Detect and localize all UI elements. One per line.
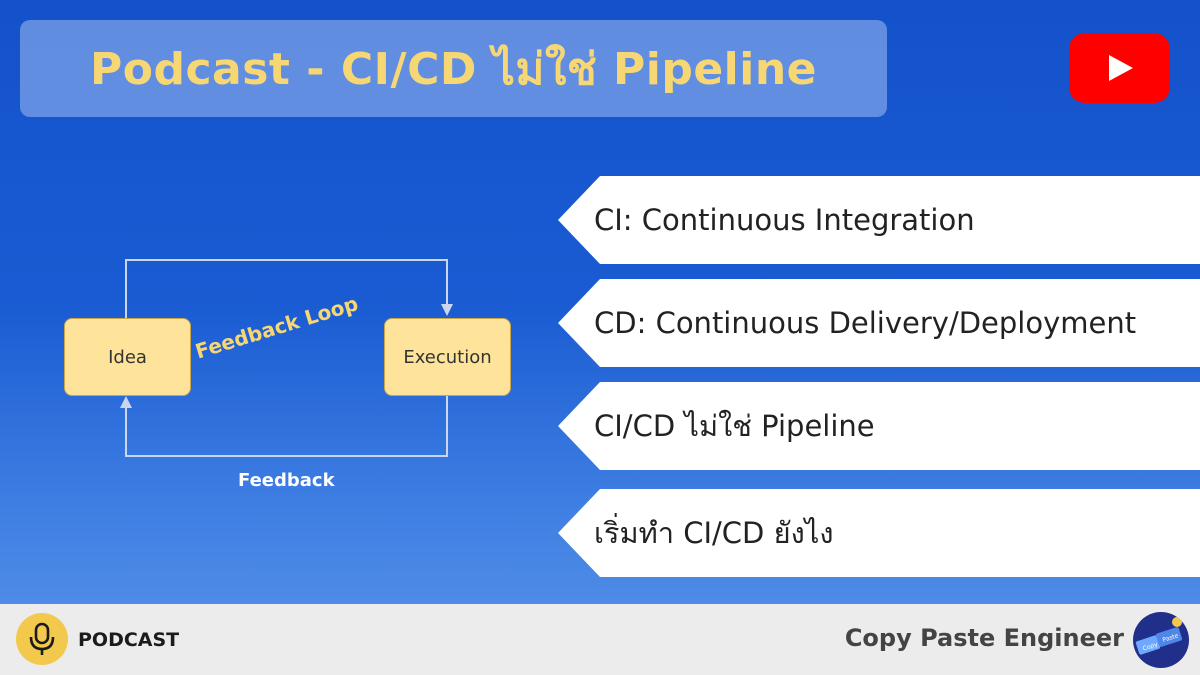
youtube-play-icon[interactable] bbox=[1069, 33, 1170, 103]
title-banner: Podcast - CI/CD ไม่ใช่ Pipeline bbox=[20, 20, 887, 117]
copy-paste-logo-art: Copy Paste bbox=[1135, 617, 1183, 655]
footer-bar bbox=[0, 604, 1200, 675]
podcast-label: PODCAST bbox=[78, 629, 180, 651]
logo-copy-text: Copy bbox=[1142, 641, 1159, 652]
play-triangle-icon bbox=[1108, 55, 1133, 81]
microphone-glyph-icon bbox=[29, 622, 55, 655]
execution-box: Execution bbox=[384, 318, 511, 396]
topic-label: CI/CD ไม่ใช่ Pipeline bbox=[594, 409, 875, 443]
execution-label: Execution bbox=[403, 346, 492, 368]
page-title: Podcast - CI/CD ไม่ใช่ Pipeline bbox=[89, 43, 818, 95]
topic-tag-how-to-start: เริ่มทำ CI/CD ยังไง bbox=[558, 489, 1200, 577]
topic-label: CI: Continuous Integration bbox=[594, 203, 975, 237]
logo-paste-text: Paste bbox=[1162, 632, 1180, 644]
top-connector bbox=[125, 259, 448, 318]
feedback-loop-label: Feedback Loop bbox=[192, 291, 361, 364]
topic-tag-not-pipeline: CI/CD ไม่ใช่ Pipeline bbox=[558, 382, 1200, 470]
idea-label: Idea bbox=[108, 346, 147, 368]
feedback-label: Feedback bbox=[238, 470, 335, 491]
topic-tag-ci: CI: Continuous Integration bbox=[558, 176, 1200, 264]
idea-box: Idea bbox=[64, 318, 191, 396]
brand-name: Copy Paste Engineer bbox=[844, 624, 1124, 652]
topic-label: CD: Continuous Delivery/Deployment bbox=[594, 306, 1137, 340]
topic-tag-cd: CD: Continuous Delivery/Deployment bbox=[558, 279, 1200, 367]
copy-paste-logo-icon: Copy Paste bbox=[1133, 612, 1189, 668]
arrowhead-up bbox=[120, 396, 132, 408]
microphone-icon bbox=[16, 613, 68, 665]
topic-label: เริ่มทำ CI/CD ยังไง bbox=[594, 516, 834, 550]
bottom-connector bbox=[125, 394, 448, 457]
arrowhead-down bbox=[441, 304, 453, 316]
